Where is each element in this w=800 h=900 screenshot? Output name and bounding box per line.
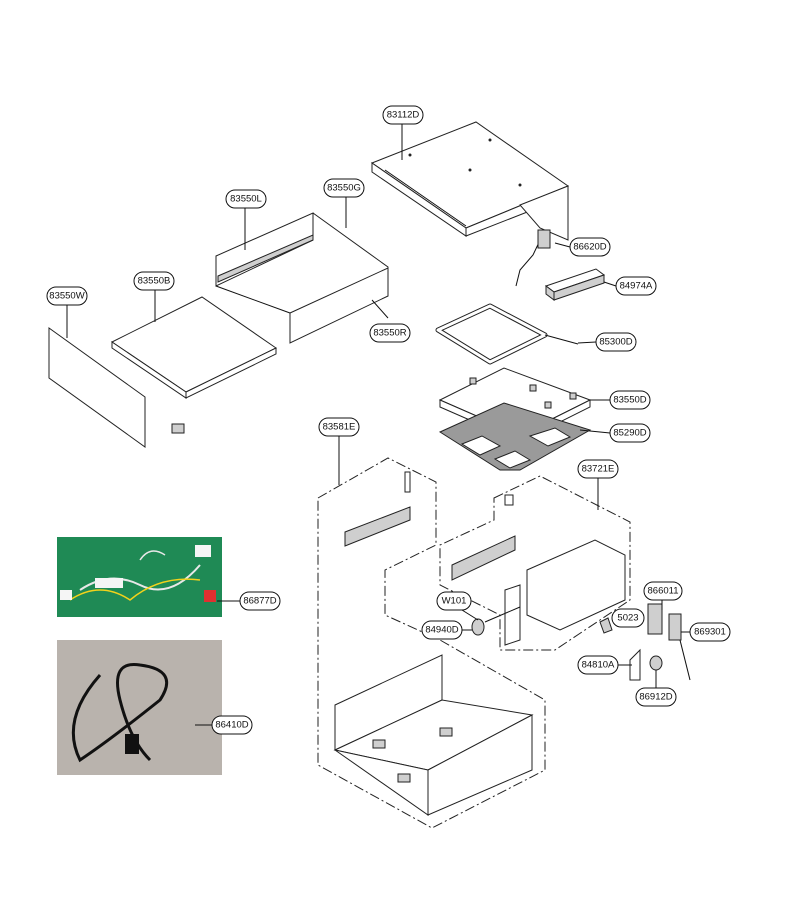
svg-text:83581E: 83581E (323, 422, 356, 433)
svg-text:83550D: 83550D (613, 395, 646, 406)
svg-text:83550B: 83550B (138, 276, 171, 287)
svg-text:86912D: 86912D (639, 692, 672, 703)
leader-lines (66, 124, 697, 726)
callout-86877D: 86877D (239, 591, 281, 611)
callout-83550D: 83550D (609, 390, 651, 410)
enclosure-frame-part (215, 212, 389, 344)
svg-text:84940D: 84940D (425, 625, 458, 636)
wall-panel-part (48, 327, 146, 448)
heater-element-part (435, 303, 579, 365)
callout-83550R: 83550R (369, 323, 411, 343)
lamp-part (599, 617, 613, 634)
callout-84940D: 84940D (421, 620, 463, 640)
base-plate-part (111, 296, 277, 399)
callout-83550L: 83550L (225, 189, 267, 209)
power-cord-photo (57, 640, 222, 775)
svg-text:83550G: 83550G (327, 183, 361, 194)
svg-text:83550L: 83550L (230, 194, 262, 205)
callout-86912D: 86912D (635, 687, 677, 707)
svg-text:84974A: 84974A (620, 281, 653, 292)
callout-85300D: 85300D (595, 332, 637, 352)
small-block-part (171, 423, 185, 434)
callout-86410D: 86410D (211, 715, 253, 735)
callout-83550G: 83550G (323, 178, 365, 198)
knob-part (471, 606, 521, 636)
side-panel-left-part (215, 212, 314, 287)
bracket-part (544, 268, 606, 301)
callout-84974A: 84974A (615, 276, 657, 296)
svg-text:W101: W101 (442, 596, 467, 607)
drawer-box-part (333, 654, 534, 816)
callout-83721E: 83721E (577, 459, 619, 479)
svg-text:83550W: 83550W (49, 291, 84, 302)
callout-83550B: 83550B (133, 271, 175, 291)
callout-5023: 5023 (611, 608, 645, 628)
bracket-small-part (629, 648, 641, 681)
wire-harness-photo (57, 537, 222, 617)
svg-text:869301: 869301 (694, 627, 726, 638)
rail-left-part (344, 471, 411, 547)
wire-harness-part (515, 229, 551, 287)
callout-866011: 866011 (643, 581, 683, 601)
svg-text:86410D: 86410D (215, 720, 248, 731)
svg-text:84810A: 84810A (582, 660, 615, 671)
connector-part (649, 655, 663, 671)
callout-83550W: 83550W (46, 286, 88, 306)
svg-text:86620D: 86620D (573, 242, 606, 253)
thermostat-part (668, 613, 691, 681)
callout-86620D: 86620D (569, 237, 611, 257)
top-cover-part (370, 121, 570, 241)
callout-85290D: 85290D (609, 423, 651, 443)
callout-83581E: 83581E (318, 417, 360, 437)
callout-869301: 869301 (689, 622, 731, 642)
drawer-assembly-group-outline (317, 457, 546, 829)
svg-text:83721E: 83721E (582, 464, 615, 475)
svg-text:866011: 866011 (648, 586, 679, 597)
insulation-plate-part (438, 402, 592, 471)
svg-text:5023: 5023 (617, 613, 638, 624)
svg-text:83550R: 83550R (373, 328, 406, 339)
svg-text:86877D: 86877D (243, 596, 276, 607)
rail-right-part (451, 494, 516, 581)
callout-84810A: 84810A (577, 655, 619, 675)
control-panel-bracket-part (504, 539, 626, 646)
switch-part (647, 603, 663, 635)
callout-83112D: 83112D (382, 105, 424, 125)
svg-text:85290D: 85290D (613, 428, 646, 439)
svg-text:83112D: 83112D (387, 110, 420, 121)
callout-W101: W101 (436, 591, 472, 611)
svg-text:85300D: 85300D (599, 337, 632, 348)
